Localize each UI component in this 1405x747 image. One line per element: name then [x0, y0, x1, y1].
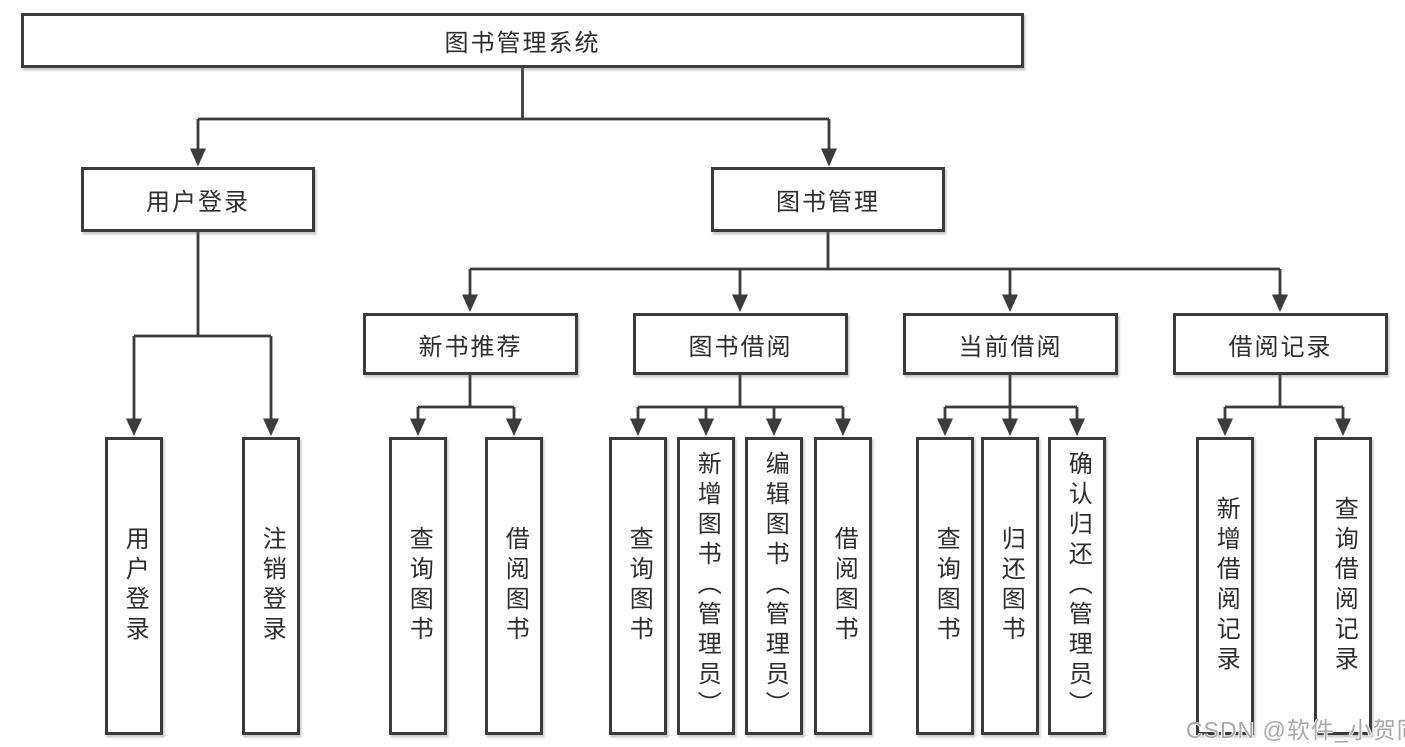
- arrowhead: [835, 418, 851, 436]
- leaf-borrow-books-recommend-label: 借阅图书: [501, 526, 529, 646]
- watermark-text: CSDN @软件_小贺同学: [1186, 717, 1405, 743]
- connector-current-borrow-to-leaves: [937, 374, 1085, 436]
- leaf-add-borrow-record-label: 新增借阅记录: [1212, 496, 1240, 676]
- leaf-logout-label: 注销登录: [258, 526, 286, 646]
- node-user-login: 用户登录: [81, 167, 315, 232]
- leaf-query-borrow-record: 查询借阅记录: [1314, 437, 1372, 735]
- connector-root-to-level2: [190, 66, 837, 167]
- node-new-book-recommend-label: 新书推荐: [418, 333, 523, 361]
- leaf-add-book-admin: 新增图书（管理员）: [677, 437, 735, 735]
- leaf-return-book-label: 归还图书: [997, 526, 1025, 646]
- arrowhead: [263, 418, 279, 436]
- leaf-borrow-books-borrow: 借阅图书: [814, 437, 872, 735]
- leaf-edit-book-admin-label: 编辑图书（管理员）: [761, 451, 789, 721]
- arrowhead: [1069, 418, 1085, 436]
- leaf-query-books-borrow-label: 查询图书: [625, 526, 653, 646]
- connector-line: [416, 374, 516, 421]
- connector-user-login-to-leaves: [126, 231, 279, 436]
- arrowhead: [766, 418, 782, 436]
- leaf-edit-book-admin: 编辑图书（管理员）: [745, 437, 803, 735]
- connector-book-borrow-to-leaves: [630, 374, 851, 436]
- leaf-logout: 注销登录: [242, 437, 300, 735]
- arrowhead: [1335, 418, 1351, 436]
- node-book-borrow: 图书借阅: [633, 313, 848, 375]
- leaf-query-borrow-record-label: 查询借阅记录: [1330, 496, 1358, 676]
- leaf-borrow-books-recommend: 借阅图书: [485, 437, 543, 735]
- connector-line: [636, 374, 845, 421]
- arrowhead: [410, 418, 426, 436]
- leaf-query-books-recommend-label: 查询图书: [405, 526, 433, 646]
- arrowhead: [937, 418, 953, 436]
- leaf-user-login: 用户登录: [105, 437, 163, 735]
- node-root: 图书管理系统: [21, 13, 1024, 68]
- node-book-management: 图书管理: [711, 167, 945, 232]
- node-current-borrow: 当前借阅: [903, 313, 1118, 375]
- leaf-return-book: 归还图书: [981, 437, 1039, 735]
- node-current-borrow-label: 当前借阅: [958, 333, 1063, 361]
- arrowhead: [190, 148, 206, 167]
- leaf-query-books-recommend: 查询图书: [389, 437, 447, 735]
- arrowhead: [1272, 294, 1288, 312]
- arrowhead: [821, 148, 837, 167]
- node-root-label: 图书管理系统: [444, 30, 601, 57]
- arrowhead: [506, 418, 522, 436]
- node-book-borrow-label: 图书借阅: [688, 333, 793, 361]
- arrowhead: [698, 418, 714, 436]
- connector-line: [943, 374, 1079, 421]
- connector-new-book-recommend-to-leaves: [410, 374, 522, 436]
- leaf-query-books-current-label: 查询图书: [932, 526, 960, 646]
- arrowhead: [630, 418, 646, 436]
- node-borrow-records: 借阅记录: [1173, 313, 1388, 375]
- leaf-confirm-return-admin: 确认归还（管理员）: [1048, 437, 1106, 735]
- arrowhead: [1217, 418, 1233, 436]
- arrowhead: [732, 294, 748, 312]
- connector-book-management-to-level3: [462, 231, 1288, 312]
- connector-borrow-records-to-leaves: [1217, 374, 1351, 436]
- arrowhead: [1002, 418, 1018, 436]
- leaf-user-login-label: 用户登录: [121, 526, 149, 646]
- connector-line: [1223, 374, 1345, 421]
- leaf-add-borrow-record: 新增借阅记录: [1196, 437, 1254, 735]
- leaf-borrow-books-borrow-label: 借阅图书: [830, 526, 858, 646]
- connector-line: [196, 66, 831, 150]
- node-borrow-records-label: 借阅记录: [1228, 333, 1333, 361]
- leaf-add-book-admin-label: 新增图书（管理员）: [693, 451, 721, 721]
- leaf-confirm-return-admin-label: 确认归还（管理员）: [1064, 451, 1092, 721]
- leaf-query-books-current: 查询图书: [916, 437, 974, 735]
- connector-line: [132, 231, 273, 420]
- node-user-login-label: 用户登录: [146, 189, 250, 216]
- arrowhead: [1002, 294, 1018, 312]
- leaf-query-books-borrow: 查询图书: [609, 437, 667, 735]
- connector-line: [468, 231, 1282, 296]
- node-book-management-label: 图书管理: [776, 189, 880, 216]
- node-new-book-recommend: 新书推荐: [363, 313, 578, 375]
- arrowhead: [462, 294, 478, 312]
- arrowhead: [126, 418, 142, 436]
